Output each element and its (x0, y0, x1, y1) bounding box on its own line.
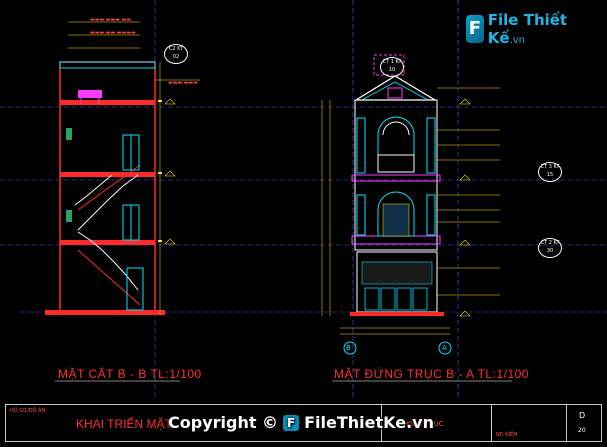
drawer-label: HỒ SƠ/ĐỒ ÁN (10, 408, 46, 414)
sheet-title: KHAI TRIỂN MẶT (76, 417, 172, 431)
axis-label-right: A (442, 344, 447, 352)
elevation-title: MẶT ĐỨNG TRỤC B - A TL:1/100 (334, 367, 529, 381)
sheet-number: 20 (578, 427, 586, 434)
elevation-ref-bubble-top[interactable]: CT 1 KT 10 (380, 57, 404, 77)
tb-divider (491, 405, 492, 441)
annotation-label: ▬▬▬ ▬▬▬ (168, 80, 198, 86)
axis-label-left: B (346, 344, 351, 352)
approval-label: NĐ KIỂM (496, 432, 518, 438)
section-title: MẶT CẮT B - B TL:1/100 (58, 367, 202, 381)
section-drawing (45, 21, 200, 315)
annotation-label: ▬▬▬ ▬▬ ▬▬▬▬ (90, 30, 136, 36)
logo-icon: F (466, 15, 484, 43)
elevation-ref-bubble-mid[interactable]: CT 3 KT 15 (538, 162, 562, 182)
title-block: HỒ SƠ/ĐỒ ÁN KHAI TRIỂN MẶT KIẾN TRÚC NĐ … (5, 404, 602, 442)
section-ref-bubble[interactable]: C2 KT 02 (164, 44, 188, 64)
watermark-logo-icon: F (283, 414, 300, 431)
sheet-code: D (579, 411, 586, 420)
firm-label: KIẾN TRÚC (406, 420, 444, 428)
elevation-ref-bubble-low[interactable]: CT 2 KT 30 (538, 238, 562, 258)
site-logo[interactable]: F File Thiết Kế.vn (466, 11, 578, 47)
logo-text: File Thiết Kế.vn (487, 11, 568, 47)
annotation-label: ▬▬▬ ▬▬▬ ▬▬ (90, 17, 131, 23)
elevation-drawing (321, 54, 500, 355)
tb-divider (381, 405, 382, 441)
copyright-watermark: Copyright © F FileThietKe.vn (168, 413, 434, 432)
tb-divider (566, 405, 567, 441)
